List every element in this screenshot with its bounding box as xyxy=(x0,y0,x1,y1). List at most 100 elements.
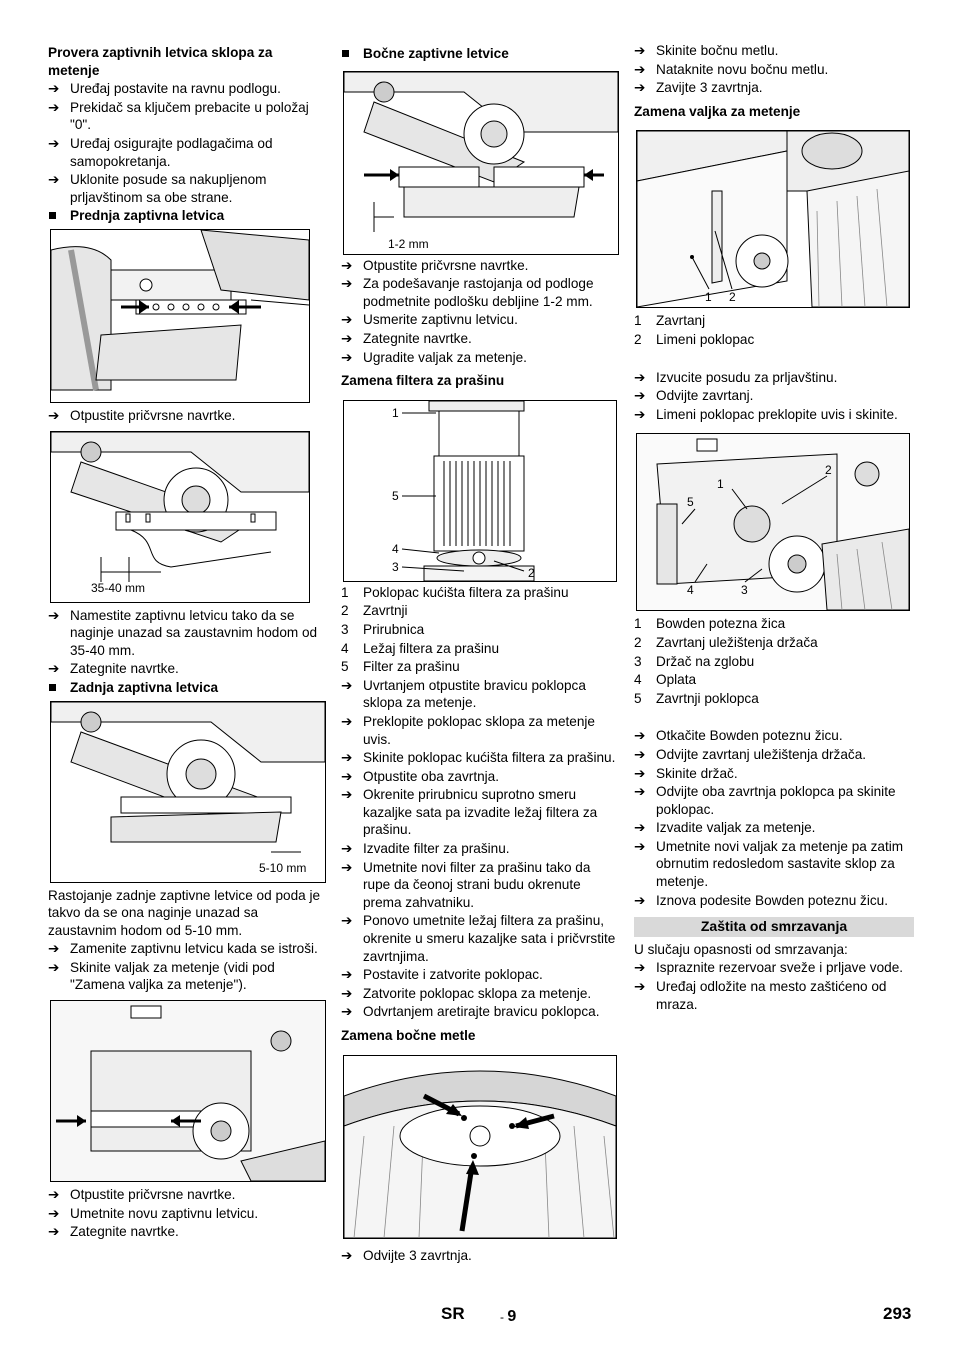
arrow-icon: ➔ xyxy=(48,407,60,423)
column-2: Bočne zaptivne letvice 1-2 mm ➔Otpustite… xyxy=(341,44,621,1265)
callout-5: 5 xyxy=(392,489,399,503)
frost-intro: U slučaju opasnosti od smrzavanja: xyxy=(634,941,848,957)
heading-roller: Zamena valjka za metenje xyxy=(634,103,801,119)
arrow-icon: ➔ xyxy=(48,661,60,677)
step: ➔Zatvorite poklopac sklopa za metenje. xyxy=(341,985,592,1001)
step: ➔Zamenite zaptivnu letvicu kada se istro… xyxy=(48,941,318,957)
step: ➔Uklonite posude sa nakupljenom prljavšt… xyxy=(48,172,267,205)
arrow-icon: ➔ xyxy=(48,959,60,975)
arrow-icon: ➔ xyxy=(341,967,353,983)
callout-4: 4 xyxy=(392,542,399,556)
subheading-side-strips: Bočne zaptivne letvice xyxy=(341,45,621,63)
step: ➔Okrenite prirubnicu suprotno smeru kaza… xyxy=(341,787,598,838)
arrow-icon: ➔ xyxy=(341,276,353,292)
arrow-icon: ➔ xyxy=(634,784,646,800)
callout-5: 5 xyxy=(687,495,694,509)
step: ➔Otpustite pričvrsne navrtke. xyxy=(48,407,236,423)
step: ➔Skinite držač. xyxy=(634,765,738,781)
step: ➔Uređaj odložite na mesto zaštićeno od m… xyxy=(634,979,887,1012)
gap-label: 35-40 mm xyxy=(91,581,145,595)
arrow-icon: ➔ xyxy=(634,406,646,422)
arrow-icon: ➔ xyxy=(341,787,353,803)
arrow-icon: ➔ xyxy=(634,892,646,908)
figure-front-strip xyxy=(50,228,310,403)
arrow-icon: ➔ xyxy=(634,61,646,77)
arrow-icon: ➔ xyxy=(48,941,60,957)
steps-roller: ➔Otkačite Bowden poteznu žicu. ➔Odvijte … xyxy=(634,727,914,909)
step: ➔Zategnite navrtke. xyxy=(48,1224,179,1240)
callout-4: 4 xyxy=(687,583,694,597)
step: ➔Iznova podesite Bowden poteznu žicu. xyxy=(634,892,889,908)
callout-3: 3 xyxy=(392,560,399,574)
arrow-icon: ➔ xyxy=(341,312,353,328)
step: ➔Odvijte oba zavrtnja poklopca pa skinit… xyxy=(634,784,896,817)
heading-side-brush: Zamena bočne metle xyxy=(341,1028,476,1043)
heading-seal-check: Provera zaptivnih letvica sklopa za mete… xyxy=(48,45,273,78)
step: ➔Izvucite posudu za prljavštinu. xyxy=(634,369,838,385)
arrow-icon: ➔ xyxy=(634,820,646,836)
arrow-icon: ➔ xyxy=(48,1224,60,1240)
step: ➔Preklopite poklopac sklopa za metenje u… xyxy=(341,713,595,747)
step: ➔Za podešavanje rastojanja od podloge po… xyxy=(341,276,594,309)
arrow-icon: ➔ xyxy=(48,1205,60,1221)
arrow-icon: ➔ xyxy=(341,349,353,365)
step: ➔Skinite valjak za metenje (vidi pod "Za… xyxy=(48,959,275,993)
step: ➔Ponovo umetnite ležaj filtera za prašin… xyxy=(341,913,616,964)
step: ➔Postavite i zatvorite poklopac. xyxy=(341,967,543,983)
local-page-number: - 9 xyxy=(500,1308,517,1325)
step: ➔Otpustite oba zavrtnja. xyxy=(341,768,500,784)
step: ➔Otpustite pričvrsne navrtke. xyxy=(48,1187,236,1203)
subheading-front-strip: Prednja zaptivna letvica xyxy=(48,207,326,225)
arrow-icon: ➔ xyxy=(341,257,353,273)
arrow-icon: ➔ xyxy=(48,172,60,188)
step: ➔Umetnite novu zaptivnu letvicu. xyxy=(48,1205,259,1221)
figure-roller-cover: 1 2 xyxy=(636,130,910,309)
step: ➔Skinite poklopac kućišta filtera za pra… xyxy=(341,750,616,766)
step: ➔Ugradite valjak za metenje. xyxy=(341,349,527,365)
step: ➔Prekidač sa ključem prebacite u položaj… xyxy=(48,99,309,133)
steps-filter: ➔Uvrtanjem otpustite bravicu poklopca sk… xyxy=(341,677,621,1021)
steps-adjust: ➔Namestite zaptivnu letvicu tako da se n… xyxy=(48,607,326,678)
arrow-icon: ➔ xyxy=(341,750,353,766)
step: ➔Limeni poklopac preklopite uvis i skini… xyxy=(634,406,898,422)
step: ➔Umetnite novi valjak za metenje pa zati… xyxy=(634,838,904,890)
step: ➔Usmerite zaptivnu letvicu. xyxy=(341,312,518,328)
arrow-icon: ➔ xyxy=(634,369,646,385)
steps-prep: ➔Uređaj postavite na ravnu podlogu. ➔Pre… xyxy=(48,80,326,206)
step: ➔Uvrtanjem otpustite bravicu poklopca sk… xyxy=(341,677,586,711)
arrow-icon: ➔ xyxy=(634,388,646,404)
arrow-icon: ➔ xyxy=(341,677,353,693)
step: ➔Otkačite Bowden poteznu žicu. xyxy=(634,728,843,744)
arrow-icon: ➔ xyxy=(634,80,646,96)
figure-front-strip-gap: 35-40 mm xyxy=(50,430,310,603)
step: ➔Odvrtanjem aretirajte bravicu poklopca. xyxy=(341,1004,600,1020)
section-title-frost: Zaštita od smrzavanja xyxy=(634,917,914,937)
step: ➔Uređaj postavite na ravnu podlogu. xyxy=(48,81,281,97)
arrow-icon: ➔ xyxy=(48,607,60,623)
callout-2: 2 xyxy=(528,566,535,580)
language-code: SR xyxy=(441,1304,465,1323)
arrow-icon: ➔ xyxy=(634,838,646,854)
column-3: ➔Skinite bočnu metlu. ➔Nataknite novu bo… xyxy=(634,41,914,1014)
arrow-icon: ➔ xyxy=(634,960,646,976)
gap-label: 1-2 mm xyxy=(388,237,429,251)
gap-label: 5-10 mm xyxy=(259,861,306,875)
callout-2: 2 xyxy=(825,463,832,477)
column-1: Provera zaptivnih letvica sklopa za mete… xyxy=(48,44,326,1242)
arrow-icon: ➔ xyxy=(341,768,353,784)
callout-3: 3 xyxy=(741,583,748,597)
callout-1: 1 xyxy=(717,477,724,491)
arrow-icon: ➔ xyxy=(48,1187,60,1203)
figure-side-brush xyxy=(343,1054,617,1239)
step: ➔Umetnite novi filter za prašinu tako da… xyxy=(341,859,591,910)
subheading-rear-strip: Zadnja zaptivna letvica xyxy=(48,679,326,697)
